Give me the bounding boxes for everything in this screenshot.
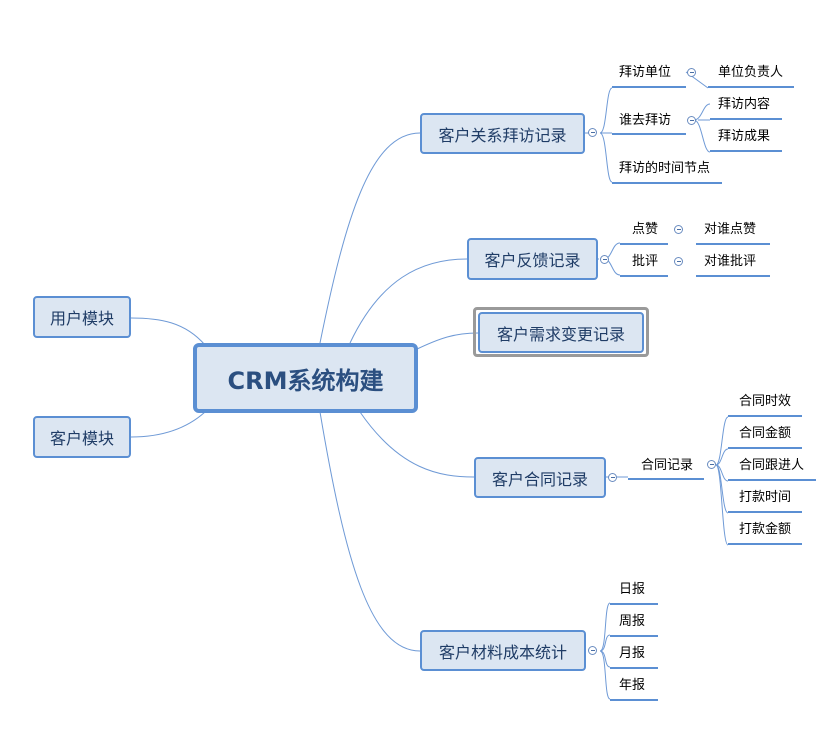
contract-amount-label: 合同金额 (739, 426, 792, 441)
contract-record-node[interactable]: 客户合同记录 (474, 457, 606, 498)
weekly-report-underline (610, 635, 658, 637)
requirement-change-node[interactable]: 客户需求变更记录 (478, 312, 644, 353)
visit-result-label: 拜访成果 (718, 129, 771, 144)
contract-collapse-icon[interactable] (608, 473, 617, 482)
selection-frame (473, 307, 649, 357)
monthly-report-label: 月报 (619, 646, 646, 661)
payment-time-underline (728, 511, 802, 513)
customer-module-node[interactable]: 客户模块 (33, 416, 131, 458)
visit-unit-collapse-icon[interactable] (687, 68, 696, 77)
criticize-whom-underline (696, 275, 770, 277)
visit-unit-underline (612, 86, 686, 88)
payment-amount-label: 打款金额 (739, 522, 792, 537)
payment-time-label: 打款时间 (739, 490, 792, 505)
user-module-node[interactable]: 用户模块 (33, 296, 131, 338)
criticize-underline (620, 275, 668, 277)
feedback-collapse-icon[interactable] (600, 255, 609, 264)
yearly-report-underline (610, 699, 658, 701)
visit-collapse-icon[interactable] (588, 128, 597, 137)
like-whom-label: 对谁点赞 (704, 222, 757, 237)
contract-amount-underline (728, 447, 802, 449)
criticize-label: 批评 (632, 254, 659, 269)
contract-validity-label: 合同时效 (739, 394, 792, 409)
visit-time-underline (612, 182, 722, 184)
visit-content-label: 拜访内容 (718, 97, 771, 112)
criticize-collapse-icon[interactable] (674, 257, 683, 266)
contract-sub-underline (628, 478, 704, 480)
root-node[interactable]: CRM系统构建 (193, 343, 418, 413)
contract-follower-underline (728, 479, 816, 481)
visit-time-label: 拜访的时间节点 (619, 161, 711, 176)
like-collapse-icon[interactable] (674, 225, 683, 234)
like-whom-underline (696, 243, 770, 245)
who-visit-collapse-icon[interactable] (687, 116, 696, 125)
unit-head-underline (708, 86, 794, 88)
visit-result-underline (710, 150, 782, 152)
visit-content-underline (710, 118, 782, 120)
criticize-whom-label: 对谁批评 (704, 254, 757, 269)
daily-report-underline (610, 603, 658, 605)
contract-validity-underline (728, 415, 802, 417)
like-underline (620, 243, 668, 245)
like-label: 点赞 (632, 222, 659, 237)
visit-record-node[interactable]: 客户关系拜访记录 (420, 113, 585, 154)
who-visit-underline (612, 133, 686, 135)
yearly-report-label: 年报 (619, 678, 646, 693)
feedback-record-node[interactable]: 客户反馈记录 (467, 238, 598, 280)
cost-stat-node[interactable]: 客户材料成本统计 (420, 630, 586, 671)
contract-follower-label: 合同跟进人 (739, 458, 805, 473)
monthly-report-underline (610, 667, 658, 669)
contract-sub-collapse-icon[interactable] (707, 460, 716, 469)
visit-unit-label: 拜访单位 (619, 65, 672, 80)
cost-collapse-icon[interactable] (588, 646, 597, 655)
unit-head-label: 单位负责人 (718, 65, 784, 80)
who-visit-label: 谁去拜访 (619, 113, 672, 128)
contract-sub-label: 合同记录 (641, 458, 694, 473)
payment-amount-underline (728, 543, 802, 545)
daily-report-label: 日报 (619, 582, 646, 597)
weekly-report-label: 周报 (619, 614, 646, 629)
